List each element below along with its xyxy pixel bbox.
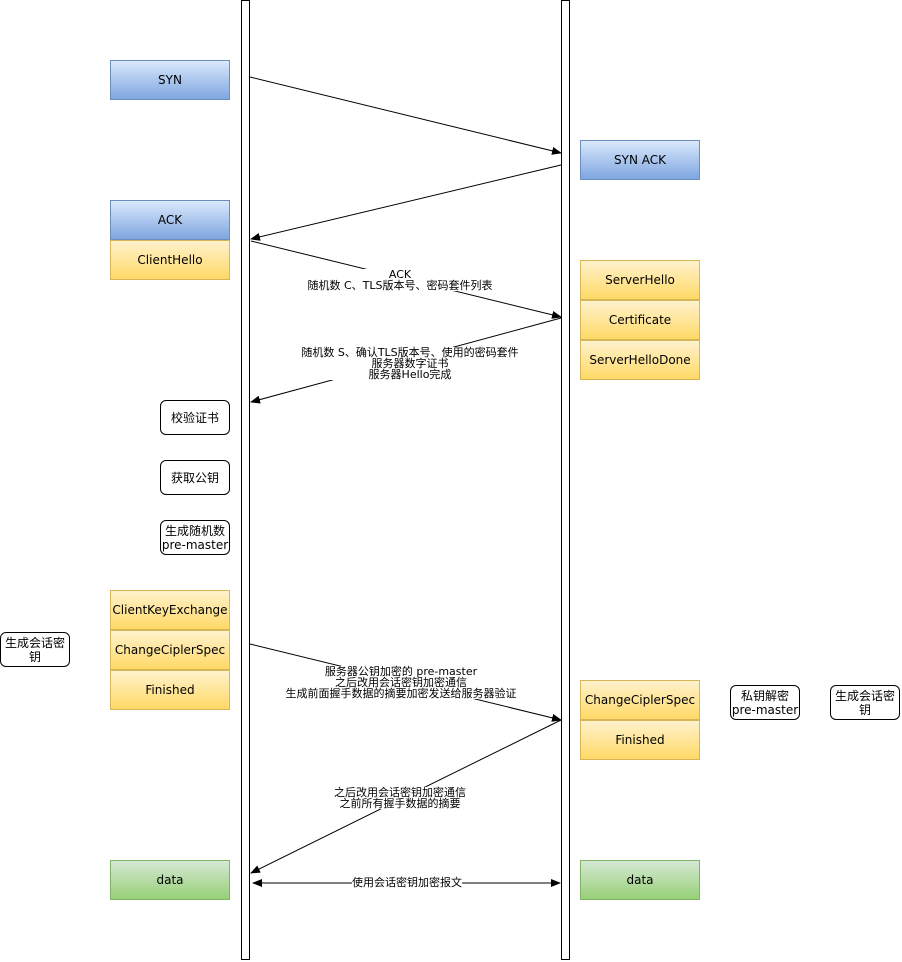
- server-finished-message: 之后改用会话密钥加密通信 之前所有握手数据的摘要: [334, 787, 466, 809]
- server-change-cipher-spec-label: ChangeCiplerSpec: [584, 693, 696, 707]
- server-hello-done-box: ServerHelloDone: [580, 340, 700, 380]
- client-hello-box: ClientHello: [110, 240, 230, 280]
- syn-ack-arrow: [250, 164, 562, 241]
- server-hello-label: ServerHello: [605, 273, 675, 287]
- key-exchange-message-line-1: 服务器公钥加密的 pre-master: [324, 665, 478, 678]
- client-session-key-label-2: 钥: [28, 649, 41, 664]
- client-hello-message-line-2: 随机数 C、TLS版本号、密码套件列表: [307, 279, 493, 292]
- data-exchange-message: 使用会话密钥加密报文: [352, 877, 462, 888]
- server-session-key-label-2: 钥: [858, 702, 871, 717]
- client-change-cipher-spec-label: ChangeCiplerSpec: [114, 643, 226, 657]
- client-change-cipher-spec-box: ChangeCiplerSpec: [110, 630, 230, 670]
- server-hello-message: 随机数 S、确认TLS版本号、使用的密码套件 服务器数字证书 服务器Hello完…: [301, 346, 519, 381]
- decrypt-premaster-label-2: pre-master: [731, 702, 799, 717]
- decrypt-premaster-label-1: 私钥解密: [740, 688, 789, 703]
- client-data-label: data: [156, 873, 184, 887]
- syn-ack-label: SYN ACK: [614, 153, 666, 167]
- server-hello-message-line-1: 随机数 S、确认TLS版本号、使用的密码套件: [301, 346, 519, 359]
- certificate-label: Certificate: [608, 313, 672, 327]
- client-finished-box: Finished: [110, 670, 230, 710]
- client-hello-message: ACK 随机数 C、TLS版本号、密码套件列表: [307, 268, 493, 292]
- decrypt-premaster-note: 私钥解密 pre-master: [730, 685, 800, 720]
- get-pubkey-label: 获取公钥: [170, 470, 219, 485]
- client-key-exchange-box: ClientKeyExchange: [110, 590, 230, 630]
- server-hello-done-label: ServerHelloDone: [589, 353, 691, 367]
- certificate-box: Certificate: [580, 300, 700, 340]
- syn-label: SYN: [158, 73, 182, 87]
- client-finished-label: Finished: [145, 683, 195, 697]
- server-data-label: data: [626, 873, 654, 887]
- gen-random-label-2: pre-master: [161, 537, 229, 552]
- client-hello-message-line-1: ACK: [388, 268, 412, 281]
- verify-cert-label: 校验证书: [170, 410, 219, 425]
- server-session-key-note: 生成会话密 钥: [830, 685, 900, 720]
- client-key-exchange-label: ClientKeyExchange: [112, 603, 228, 617]
- server-hello-message-line-2: 服务器数字证书: [371, 357, 449, 370]
- client-data-box: data: [110, 860, 230, 900]
- ack-box: ACK: [110, 200, 230, 240]
- server-hello-message-line-3: 服务器Hello完成: [368, 368, 452, 381]
- client-session-key-label-1: 生成会话密: [4, 635, 65, 650]
- syn-arrow: [249, 76, 562, 155]
- gen-random-label-1: 生成随机数: [164, 523, 225, 538]
- client-session-key-note: 生成会话密 钥: [0, 632, 70, 667]
- server-lifeline: [561, 0, 570, 960]
- key-exchange-message-line-2: 之后改用会话密钥加密通信: [335, 676, 467, 689]
- server-finished-message-line-1: 之后改用会话密钥加密通信: [334, 786, 466, 799]
- verify-cert-note: 校验证书: [160, 400, 230, 435]
- server-session-key-label-1: 生成会话密: [834, 688, 895, 703]
- client-hello-label: ClientHello: [137, 253, 203, 267]
- key-exchange-message: 服务器公钥加密的 pre-master 之后改用会话密钥加密通信 生成前面握手数…: [285, 665, 517, 700]
- server-finished-label: Finished: [615, 733, 665, 747]
- get-pubkey-note: 获取公钥: [160, 460, 230, 495]
- syn-ack-box: SYN ACK: [580, 140, 700, 180]
- data-exchange-message-line-1: 使用会话密钥加密报文: [352, 876, 462, 889]
- syn-box: SYN: [110, 60, 230, 100]
- server-finished-message-line-2: 之前所有握手数据的摘要: [339, 797, 461, 810]
- ack-label: ACK: [157, 213, 183, 227]
- server-hello-box: ServerHello: [580, 260, 700, 300]
- gen-random-note: 生成随机数 pre-master: [160, 520, 230, 555]
- key-exchange-message-line-3: 生成前面握手数据的摘要加密发送给服务器验证: [285, 687, 517, 700]
- server-data-box: data: [580, 860, 700, 900]
- client-lifeline: [241, 0, 250, 960]
- server-finished-box: Finished: [580, 720, 700, 760]
- server-change-cipher-spec-box: ChangeCiplerSpec: [580, 680, 700, 720]
